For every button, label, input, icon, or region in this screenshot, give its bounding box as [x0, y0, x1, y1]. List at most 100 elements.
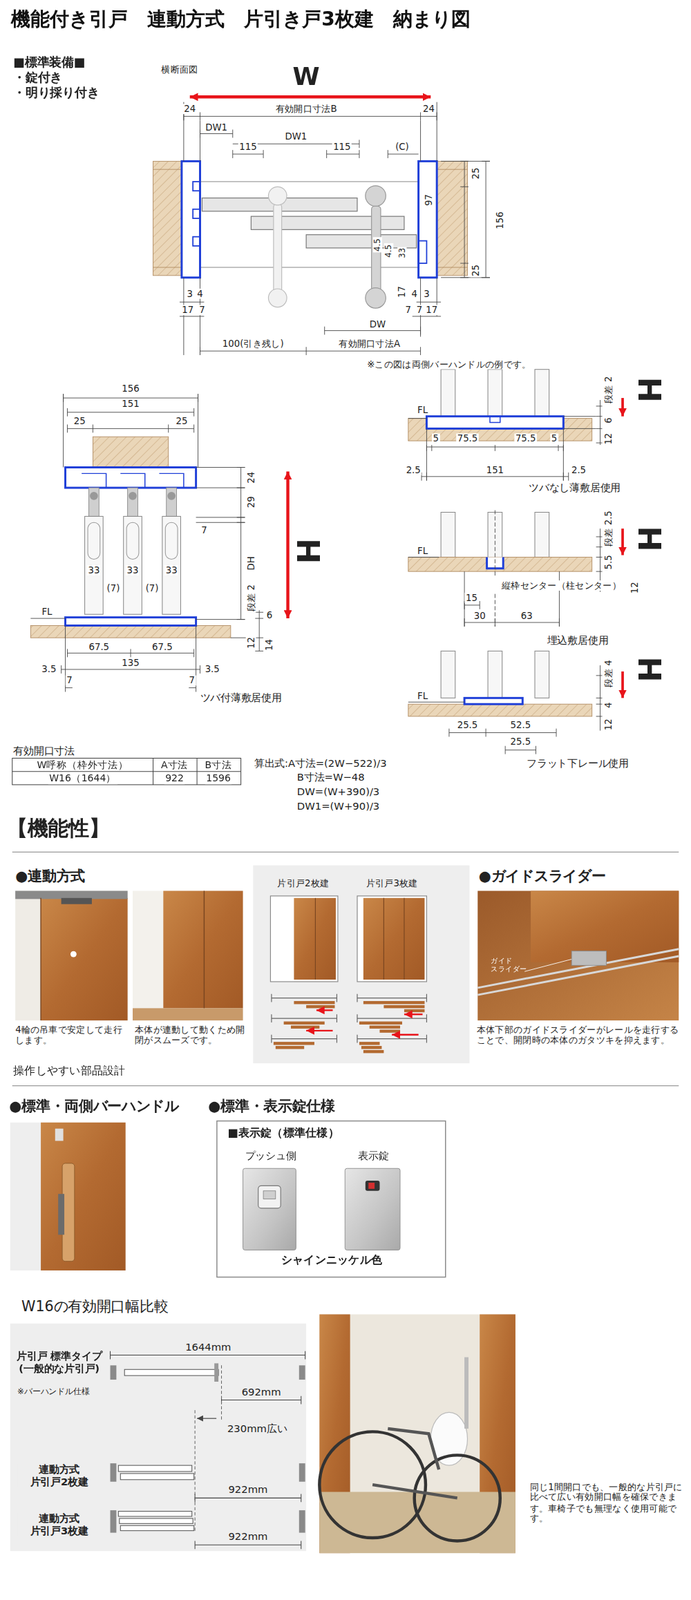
dimension-label: 7: [187, 675, 196, 687]
dimension-label: (7): [105, 583, 121, 595]
sill-detail-part: [408, 704, 593, 717]
vertical-section-part: [92, 436, 168, 468]
dimension-label: 33: [164, 565, 179, 576]
lock-plate-part: [258, 1185, 281, 1208]
dimension-label: 段差 2.5: [603, 509, 614, 548]
dimension-label: 17: [181, 304, 195, 316]
sill-detail-part: [534, 650, 550, 698]
sill-detail-part: [464, 697, 523, 705]
separator: [12, 852, 680, 1086]
vertical-section-part: [126, 522, 139, 560]
operation-illustration-part: [293, 1001, 335, 1005]
dimension-label: 4.5: [384, 243, 394, 259]
row-label: 片引戸 標準タイプ (一般的な片引戸): [11, 1350, 108, 1375]
panel-text: 表示錠: [357, 1150, 389, 1163]
dimension-label: 4: [196, 288, 204, 300]
vertical-section: [30, 393, 288, 692]
operation-illustration-part: [284, 1021, 325, 1025]
dimension-label: 1644mm: [184, 1341, 233, 1353]
sill-detail-part: [408, 556, 593, 572]
dimension-label: 135: [120, 657, 141, 669]
dimension-symbol: H: [633, 525, 669, 553]
operation-illustration-part: [361, 1046, 383, 1049]
width-comparison-part: [10, 1323, 307, 1552]
width-comparison-part: [299, 1463, 306, 1483]
feature-heading: ●標準・両側バーハンドル: [8, 1097, 180, 1115]
dimension-table-part: [12, 758, 242, 785]
dimension-label: DW1: [204, 122, 229, 133]
width-comparison-part: [110, 1351, 306, 1550]
photo-part: [15, 891, 128, 900]
panel-text: ■表示錠（標準仕様）: [227, 1127, 340, 1141]
operation-illustration-part: [363, 1001, 425, 1005]
sill-detail-part: [621, 671, 624, 698]
floor-level: FL: [40, 607, 54, 618]
table-cell: B寸法: [203, 760, 233, 772]
sill-detail: [408, 369, 623, 755]
formula: DW=(W+390)/3: [295, 786, 381, 799]
plan-section-part: [365, 288, 387, 309]
operation-illustration-part: [271, 994, 428, 1044]
dimension-table-part: [12, 758, 242, 785]
dimension-label: 12: [603, 717, 614, 732]
table-title: 有効開口寸法: [12, 745, 77, 758]
figure-label: 片引戸3枚建: [364, 878, 419, 890]
operation-illustration-part: [252, 865, 470, 1065]
dimension-label: 25: [470, 166, 481, 181]
panel-text: プッシュ側: [245, 1150, 297, 1163]
operation-illustration-part: [306, 1030, 333, 1032]
vertical-section-part: [167, 491, 176, 501]
sill-detail-part: [489, 416, 501, 423]
vertical-section-part: [123, 516, 143, 615]
operation-illustration-part: [363, 898, 425, 980]
plan-section-part: [418, 241, 428, 264]
lock-plate-part: [344, 1168, 401, 1251]
dimension-label: 151: [485, 465, 505, 476]
page-title: 機能付き引戸 連動方式 片引き戸3枚建 納まり図: [10, 8, 472, 31]
operation-illustration-part: [315, 898, 316, 980]
dimension-symbol: H: [633, 655, 669, 684]
width-comparison-part: [120, 1525, 194, 1531]
vertical-section-part: [30, 625, 231, 638]
vertical-section-part: [65, 617, 197, 627]
vertical-section-part: [87, 522, 101, 560]
dimension-label: 33: [397, 246, 407, 260]
plan-section-part: [153, 161, 184, 276]
feature-heading: ●ガイドスライダー: [477, 867, 607, 884]
plan-section: [153, 96, 490, 356]
width-comparison-part: [118, 1511, 192, 1517]
dimension-label: 15: [464, 592, 479, 604]
photo: [319, 1314, 516, 1555]
dimension-label: 33: [87, 565, 101, 576]
sill-detail-part: [408, 400, 603, 755]
sill-detail-part: [440, 512, 456, 558]
lock-plate-part: [365, 1180, 381, 1192]
photo-part: [319, 1492, 516, 1555]
dimension-label: 922mm: [227, 1531, 269, 1544]
photo: [15, 891, 243, 1022]
photo: [10, 1122, 126, 1271]
dimension-label: 3: [422, 288, 431, 300]
photo-part: [40, 898, 41, 1021]
table-cell: 922: [164, 773, 186, 785]
sill-detail-part: [621, 528, 624, 555]
sill-detail-part: [534, 369, 550, 417]
photo-part: [571, 951, 607, 967]
row-label: 連動方式 片引戸2枚建: [17, 1464, 101, 1488]
dimension-table: [12, 758, 242, 785]
width-comparison-part: [110, 1463, 117, 1483]
dimension-symbol: H: [292, 537, 329, 566]
operation-illustration-part: [383, 898, 385, 980]
photo-caption: 本体下部のガイドスライダーがレールを走行することで、開閉時の本体のガタツキを抑え…: [475, 1024, 682, 1047]
dimension-label: 4: [603, 701, 614, 709]
plan-section-part: [200, 181, 419, 182]
width-comparison-part: [120, 1473, 194, 1481]
lock-plate-part: [243, 1168, 297, 1251]
vertical-section-part: [81, 473, 184, 488]
separator-part: [12, 1085, 680, 1087]
dimension-label: 有効開口寸法A: [337, 338, 402, 349]
caption: フラット下レール使用: [525, 757, 631, 770]
section-heading: 【機能性】: [6, 816, 111, 841]
width-comparison-part: [110, 1510, 117, 1533]
